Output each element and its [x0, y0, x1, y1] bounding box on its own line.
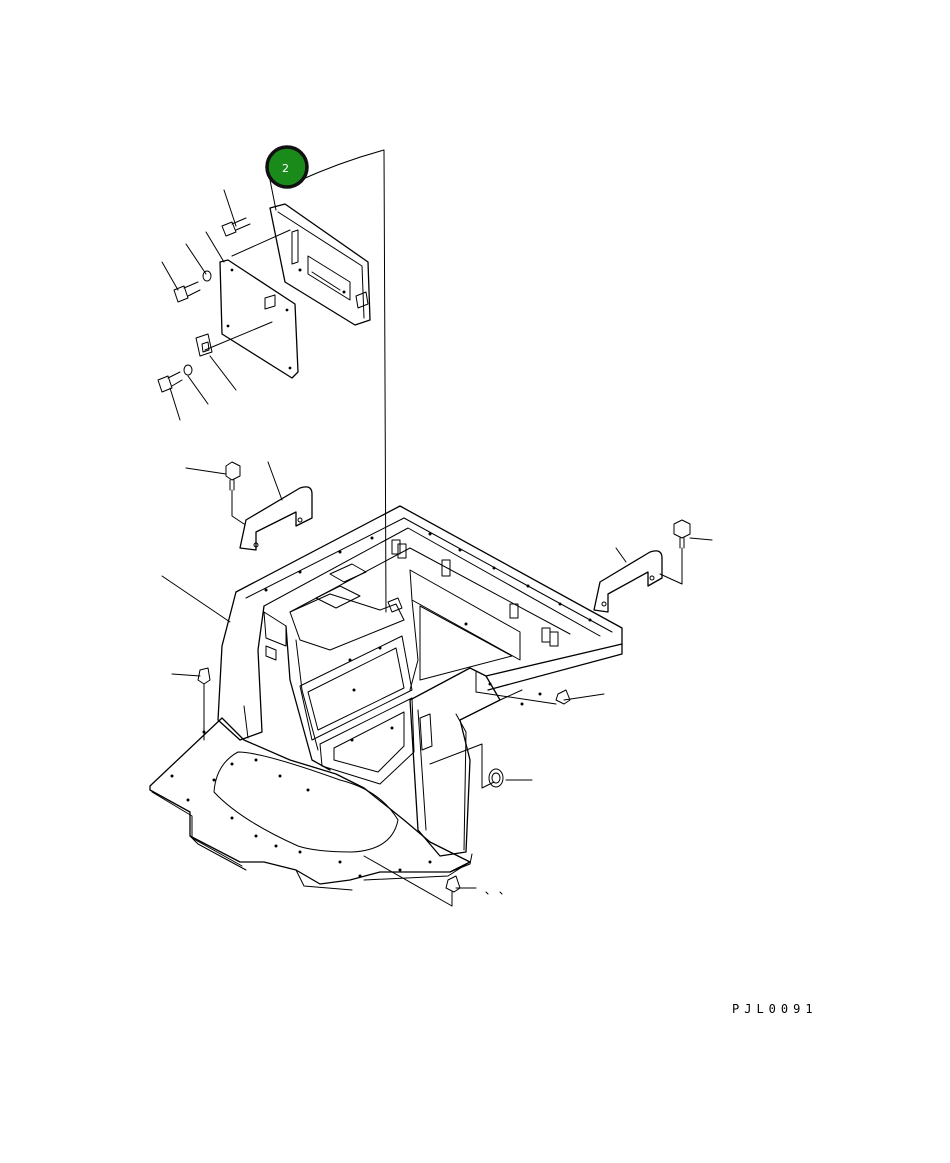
leader-lines-frame: [161, 575, 605, 907]
washer-low: [183, 364, 193, 376]
cap-left: [197, 667, 211, 685]
leader-lines-cover: [161, 179, 291, 421]
grommet: [488, 768, 504, 788]
latch: [195, 333, 213, 357]
handle-right: [593, 550, 663, 613]
callout-marker[interactable]: 2: [265, 145, 309, 189]
callout-label: 2: [282, 162, 289, 175]
cap-bottom: [445, 875, 461, 893]
leader-lines-handle-right: [615, 537, 713, 585]
access-cover: [219, 259, 299, 379]
cover-plate-upper: [269, 203, 371, 326]
drawing-id: PJL0091: [732, 1002, 818, 1016]
cap-right: [555, 689, 571, 705]
washer-top: [202, 270, 212, 282]
rivet-holes: [170, 532, 592, 878]
handle-bolt-right: [673, 519, 691, 549]
operator-frame: [149, 505, 623, 891]
bolt-low: [157, 371, 183, 393]
handle-left: [239, 486, 313, 551]
callout-reference-line: [295, 149, 387, 613]
leader-lines-handle-left: [185, 461, 283, 525]
handle-bolt-left: [225, 461, 241, 491]
bolt-top: [221, 217, 251, 237]
bolt-mid: [173, 281, 201, 303]
callout-circle[interactable]: [265, 145, 309, 189]
